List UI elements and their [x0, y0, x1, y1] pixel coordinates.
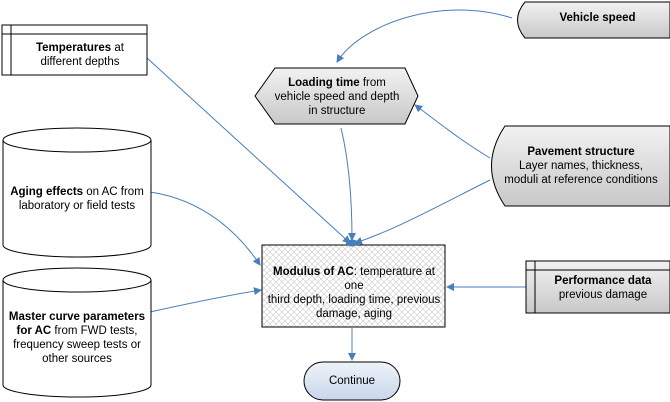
- arrow-aging-to-modulus: [149, 191, 261, 266]
- aging-effects-label: Aging effects on AC from laboratory or f…: [10, 186, 144, 212]
- pavement-structure-label: Pavement structure Layer names, thicknes…: [504, 146, 658, 186]
- connectors: [146, 9, 526, 361]
- arrow-temperatures-to-modulus: [146, 57, 351, 244]
- vehicle-speed-node: [517, 1, 670, 39]
- junction-dot: [346, 239, 358, 247]
- pavement-structure-node: [491, 125, 670, 207]
- arrow-vehicle-to-loading: [336, 9, 513, 63]
- loading-time-label: Loading time from vehicle speed and dept…: [274, 77, 400, 117]
- performance-data-label: Performance data previous damage: [554, 275, 652, 301]
- master-curve-node: [2, 267, 152, 398]
- vehicle-speed-label: Vehicle speed: [559, 12, 636, 24]
- loading-time-node: [254, 67, 419, 125]
- temperatures-label: Temperatures at different depths: [35, 42, 124, 68]
- temperatures-node: [1, 24, 148, 76]
- arrow-mastercurve-to-modulus: [149, 287, 262, 313]
- continue-label: Continue: [328, 375, 376, 387]
- arrow-pavement-to-modulus: [354, 179, 491, 245]
- modulus-ac-label: Modulus of AC: temperature at one third …: [267, 266, 441, 320]
- aging-effects-node: [2, 127, 152, 258]
- performance-data-node: [525, 260, 670, 314]
- continue-node: [303, 361, 401, 401]
- arrow-pavement-to-loading: [414, 104, 491, 159]
- master-curve-label: Master curve parameters for AC from FWD …: [8, 311, 146, 365]
- arrow-loading-to-modulus: [340, 127, 356, 241]
- modulus-ac-node: [261, 244, 446, 328]
